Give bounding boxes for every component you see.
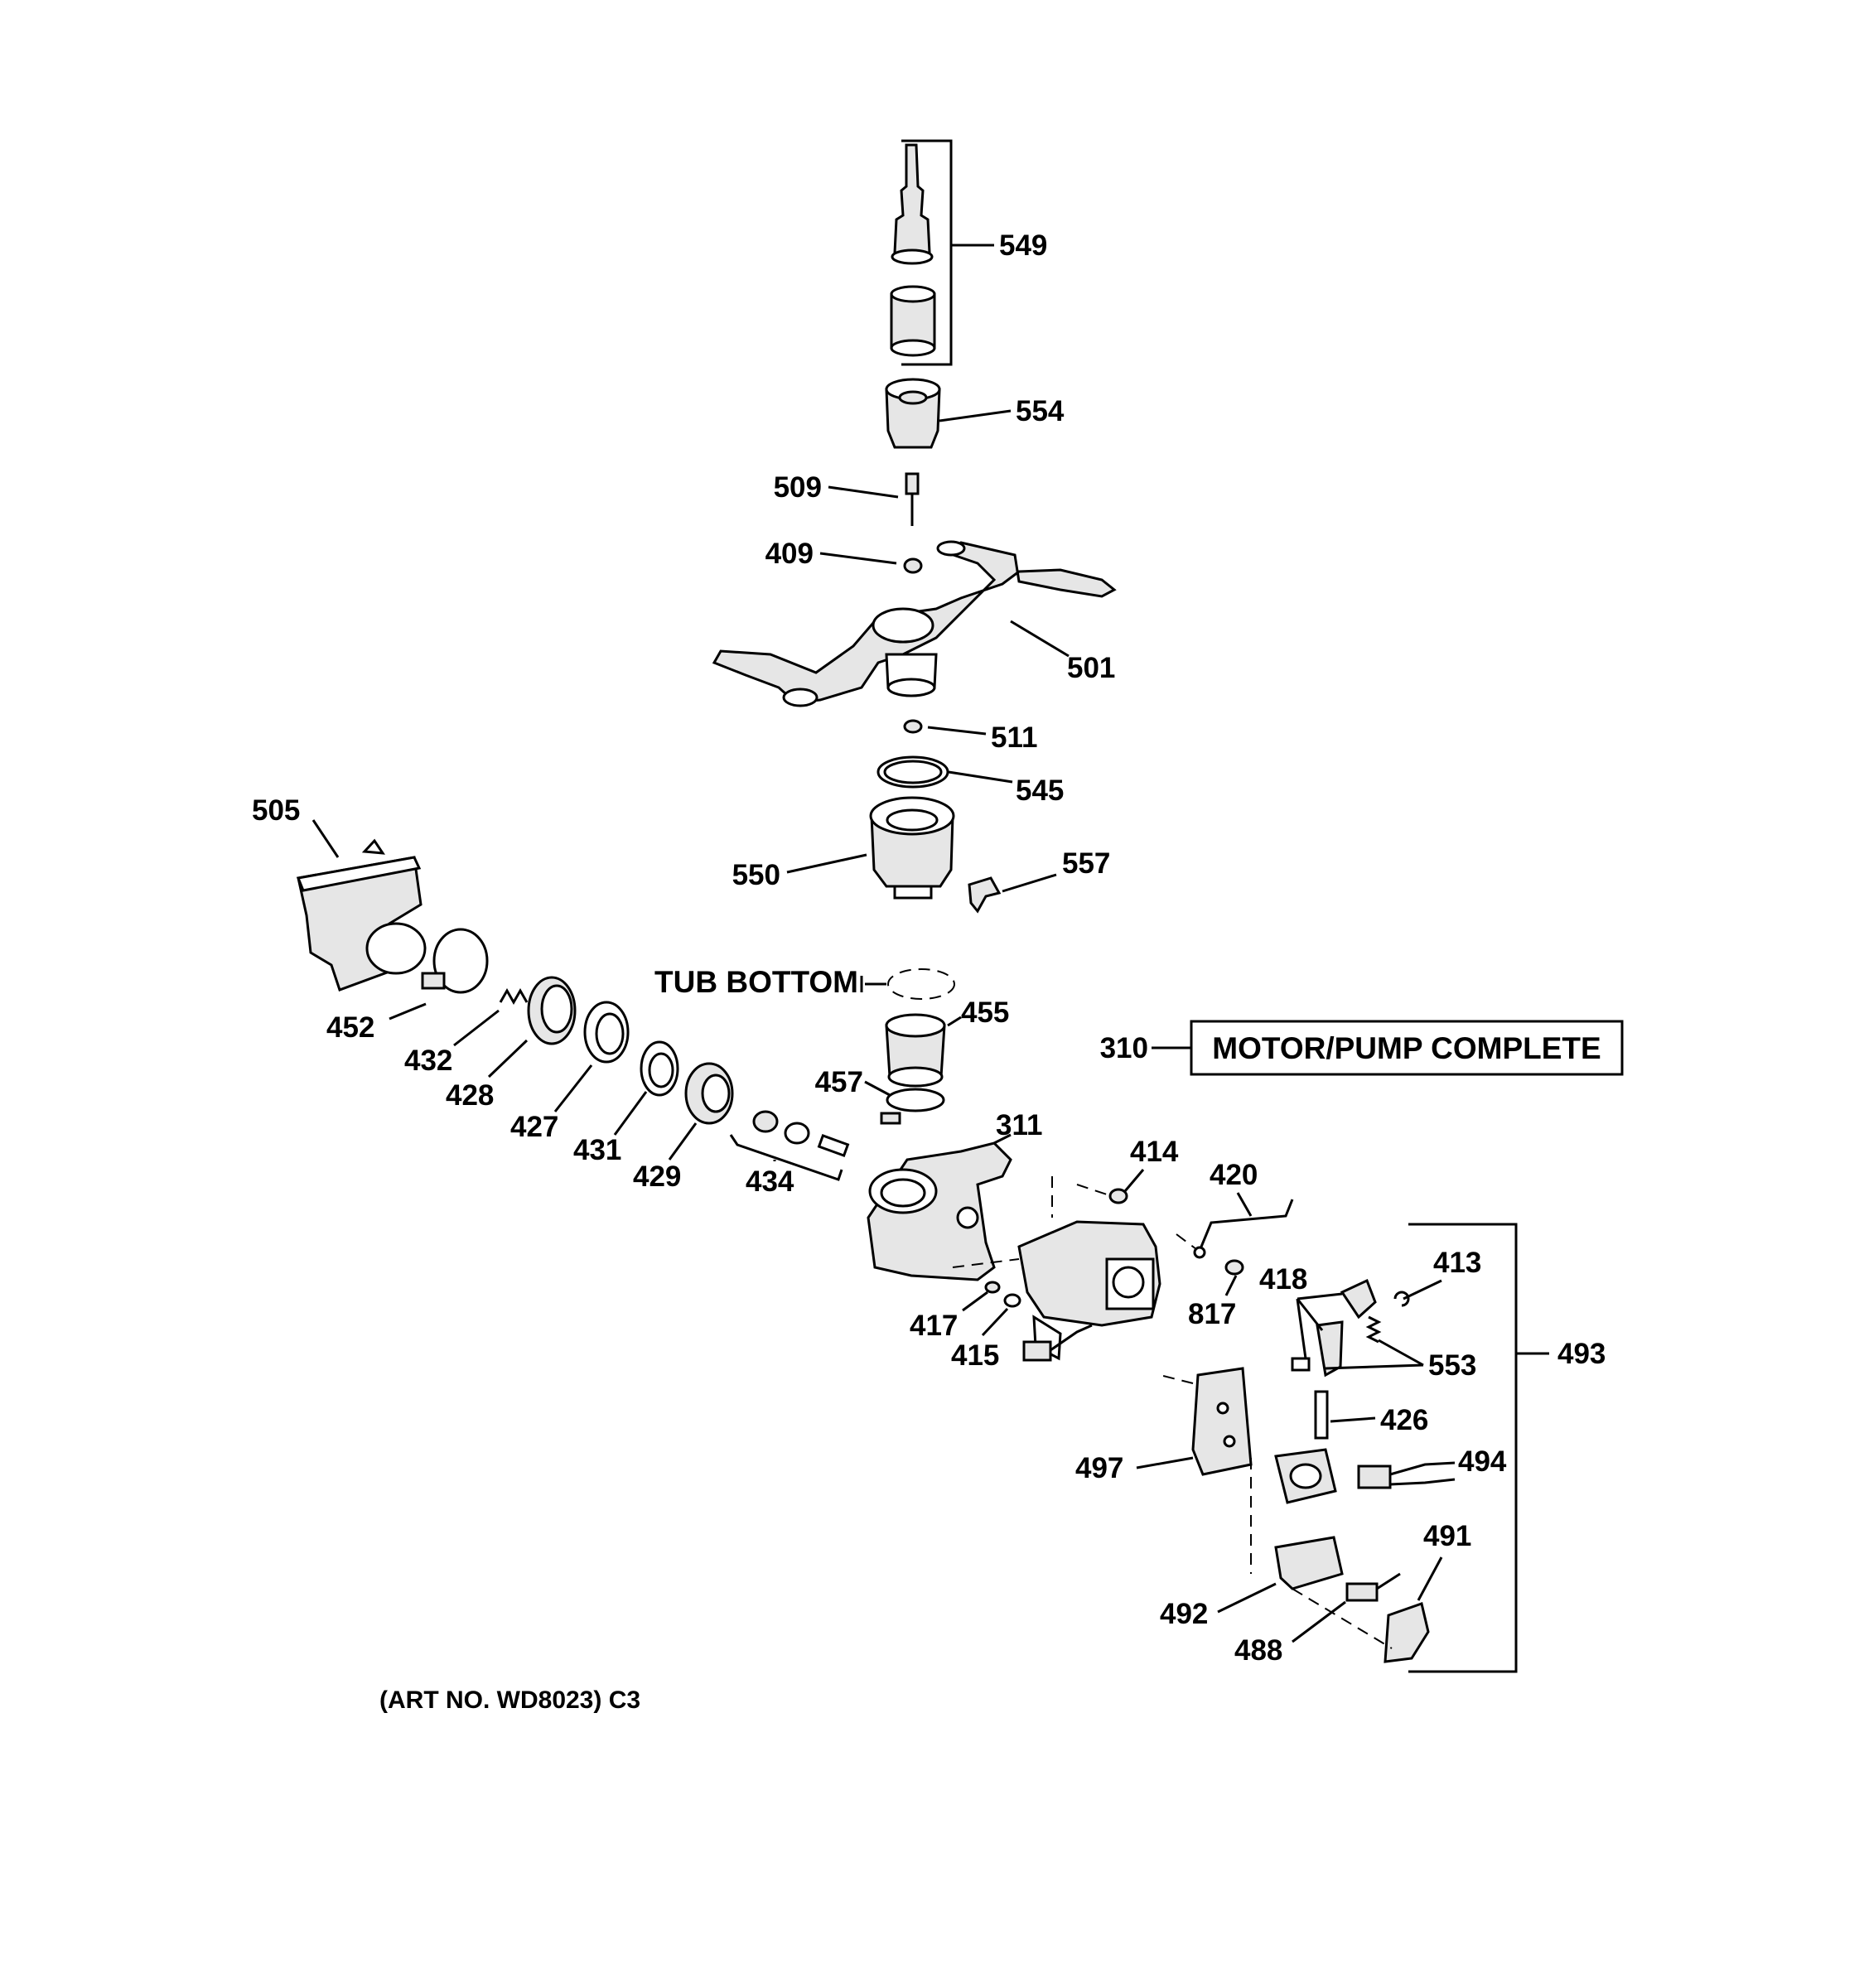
part-817-screw <box>1224 1259 1244 1276</box>
tub-bottom-label: TUB BOTTOM <box>654 965 858 999</box>
part-418-bracket <box>1291 1278 1377 1378</box>
part-432-spring <box>499 987 529 1006</box>
part-511-washer <box>903 719 923 734</box>
assembly-title: MOTOR/PUMP COMPLETE <box>1212 1031 1601 1065</box>
part-494-connector <box>1357 1461 1456 1489</box>
part-509-screw <box>905 472 920 526</box>
part-488-switch <box>1345 1572 1401 1602</box>
callout-409: 409 <box>765 538 814 570</box>
callout-545: 545 <box>1016 774 1064 807</box>
part-420-rod <box>1193 1199 1294 1259</box>
callout-457: 457 <box>815 1066 863 1098</box>
part-545-ring <box>876 755 949 789</box>
callout-492: 492 <box>1160 1598 1208 1630</box>
callout-549: 549 <box>999 229 1047 262</box>
callout-420: 420 <box>1210 1159 1258 1191</box>
callout-550: 550 <box>732 859 780 891</box>
part-553-spring <box>1365 1315 1382 1344</box>
callout-434: 434 <box>746 1165 794 1198</box>
motor-pump-complete-box <box>1190 1020 1624 1076</box>
part-427-ring <box>583 1001 630 1064</box>
part-434-set <box>752 1110 850 1157</box>
art-number: (ART NO. WD8023) C3 <box>379 1686 640 1714</box>
part-557-clip <box>968 876 1002 914</box>
bracket-434 <box>729 1134 843 1181</box>
part-428-filter-screen <box>527 976 577 1045</box>
part-554-coupling <box>885 378 941 449</box>
callout-310: 310 <box>1100 1032 1148 1064</box>
motor-connector <box>1022 1324 1093 1362</box>
callout-426: 426 <box>1380 1404 1428 1436</box>
callout-455: 455 <box>961 996 1009 1029</box>
callout-493: 493 <box>1557 1338 1606 1370</box>
callout-414: 414 <box>1130 1136 1179 1168</box>
callout-418: 418 <box>1259 1263 1307 1296</box>
part-452-clamp <box>421 928 489 994</box>
callout-311: 311 <box>996 1109 1042 1141</box>
part-426-pin <box>1314 1390 1329 1440</box>
callout-488: 488 <box>1234 1634 1282 1667</box>
callout-432: 432 <box>404 1045 452 1077</box>
tub-bottom-marker <box>860 968 955 1000</box>
callout-417: 417 <box>910 1310 958 1342</box>
callout-557: 557 <box>1062 847 1110 880</box>
callout-431: 431 <box>573 1134 621 1166</box>
bracket-493 <box>1408 1223 1518 1673</box>
part-415 <box>1003 1293 1021 1308</box>
callout-415: 415 <box>951 1339 999 1372</box>
part-491-bracket <box>1384 1602 1430 1663</box>
callout-491: 491 <box>1423 1520 1471 1552</box>
callout-505: 505 <box>252 794 300 827</box>
callout-501: 501 <box>1067 652 1115 684</box>
callout-497: 497 <box>1075 1452 1123 1484</box>
callout-427: 427 <box>510 1111 558 1143</box>
motor <box>1017 1220 1161 1361</box>
part-413-clip <box>1393 1291 1410 1307</box>
part-311-pump-body <box>867 1141 1012 1281</box>
part-505-sump <box>296 838 427 992</box>
callout-452: 452 <box>326 1011 374 1044</box>
part-417 <box>984 1281 1001 1294</box>
callout-553: 553 <box>1428 1349 1476 1382</box>
part-431-ring <box>640 1040 679 1097</box>
callout-429: 429 <box>633 1160 681 1193</box>
bracket-549 <box>901 139 953 366</box>
callout-509: 509 <box>774 471 822 504</box>
callout-817: 817 <box>1188 1298 1236 1330</box>
part-409-nut <box>903 557 923 574</box>
part-492-cam <box>1274 1536 1344 1590</box>
part-414-screw <box>1108 1188 1128 1204</box>
part-550-pump-housing <box>869 796 955 900</box>
callout-494: 494 <box>1458 1445 1507 1478</box>
part-457-clamp <box>880 1088 945 1125</box>
part-timer-motor <box>1274 1448 1337 1504</box>
callout-554: 554 <box>1016 395 1065 427</box>
callout-511: 511 <box>991 721 1037 754</box>
part-501-spray-arm <box>712 540 1117 707</box>
part-497-plate <box>1191 1367 1253 1476</box>
part-429-impeller <box>684 1062 734 1125</box>
part-455-seal <box>885 1013 946 1088</box>
callout-428: 428 <box>446 1079 494 1112</box>
callout-413: 413 <box>1433 1247 1481 1279</box>
part-549-spray-tower <box>890 143 936 357</box>
